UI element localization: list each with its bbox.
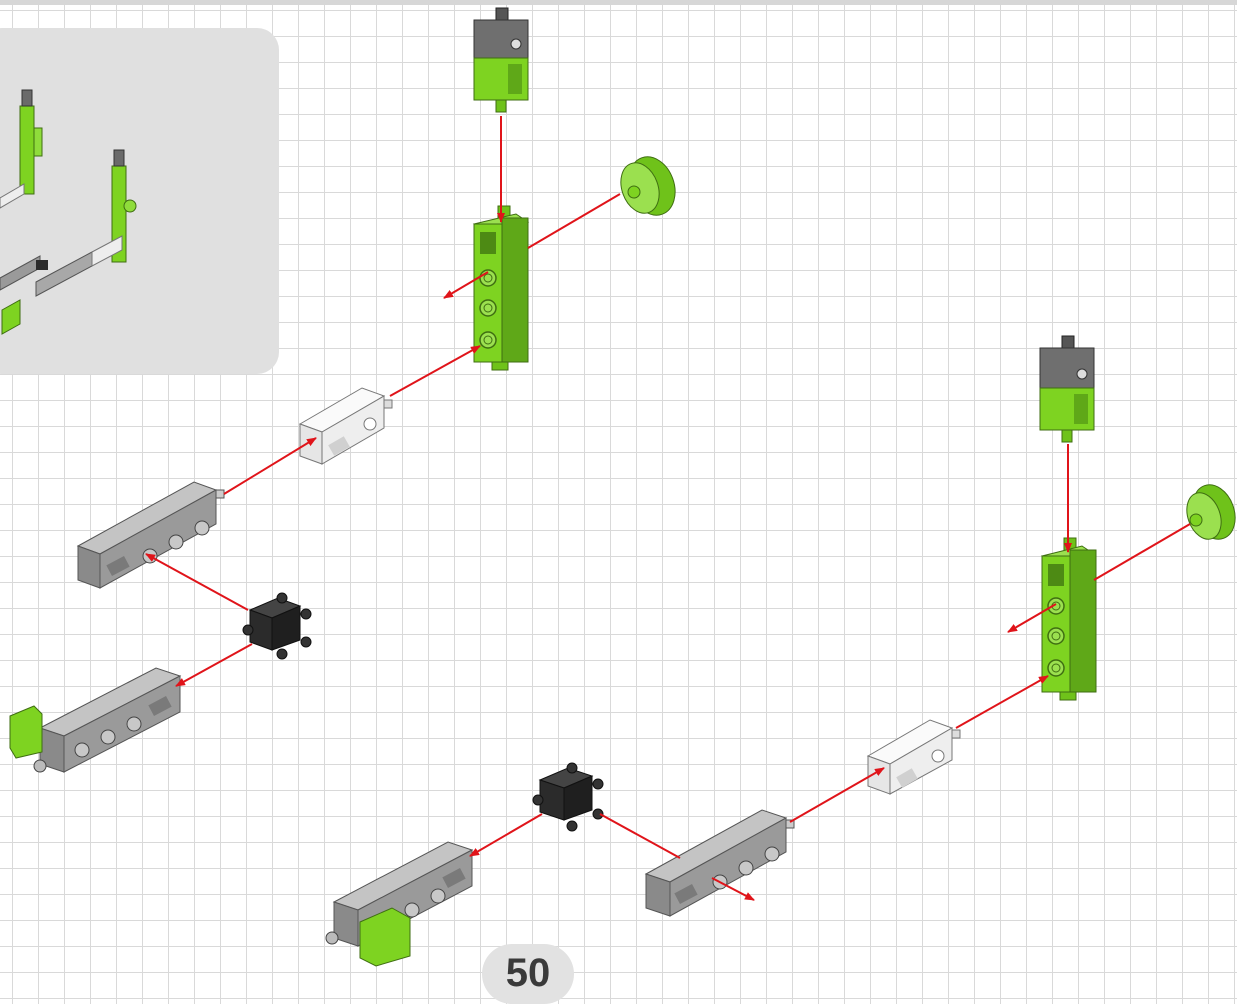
page-number: 50 [505,951,551,995]
grey-cap-connector [1039,335,1095,443]
white-two-hole-block [298,387,393,465]
grey-beam-with-green-clip [325,841,474,967]
green-three-hole-beam [472,205,530,371]
preview-cap-left [21,89,33,107]
assembled-model-preview [0,89,137,335]
exploded-assembly-diagram [9,7,1236,967]
green-pulley-wheel [1186,484,1236,540]
preview-panel [0,28,279,374]
white-two-hole-block [866,719,961,795]
top-toolbar-strip [0,0,1237,5]
grey-four-hole-beam [76,481,225,589]
grey-four-hole-beam [644,809,795,917]
assembly-1 [9,7,676,773]
assembly-2 [325,335,1236,967]
grey-cap-connector [473,7,529,113]
assembly-2-arrows [469,444,1191,901]
green-pulley-wheel [620,156,676,216]
grey-beam-with-green-clip [9,667,182,773]
black-cube-connector [242,592,312,660]
page-number-badge: 50 [482,944,574,1004]
black-cube-connector [532,762,604,832]
assembly-1-arrows [145,116,621,687]
preview-cap-right [113,149,125,167]
green-three-hole-beam [1040,537,1097,701]
